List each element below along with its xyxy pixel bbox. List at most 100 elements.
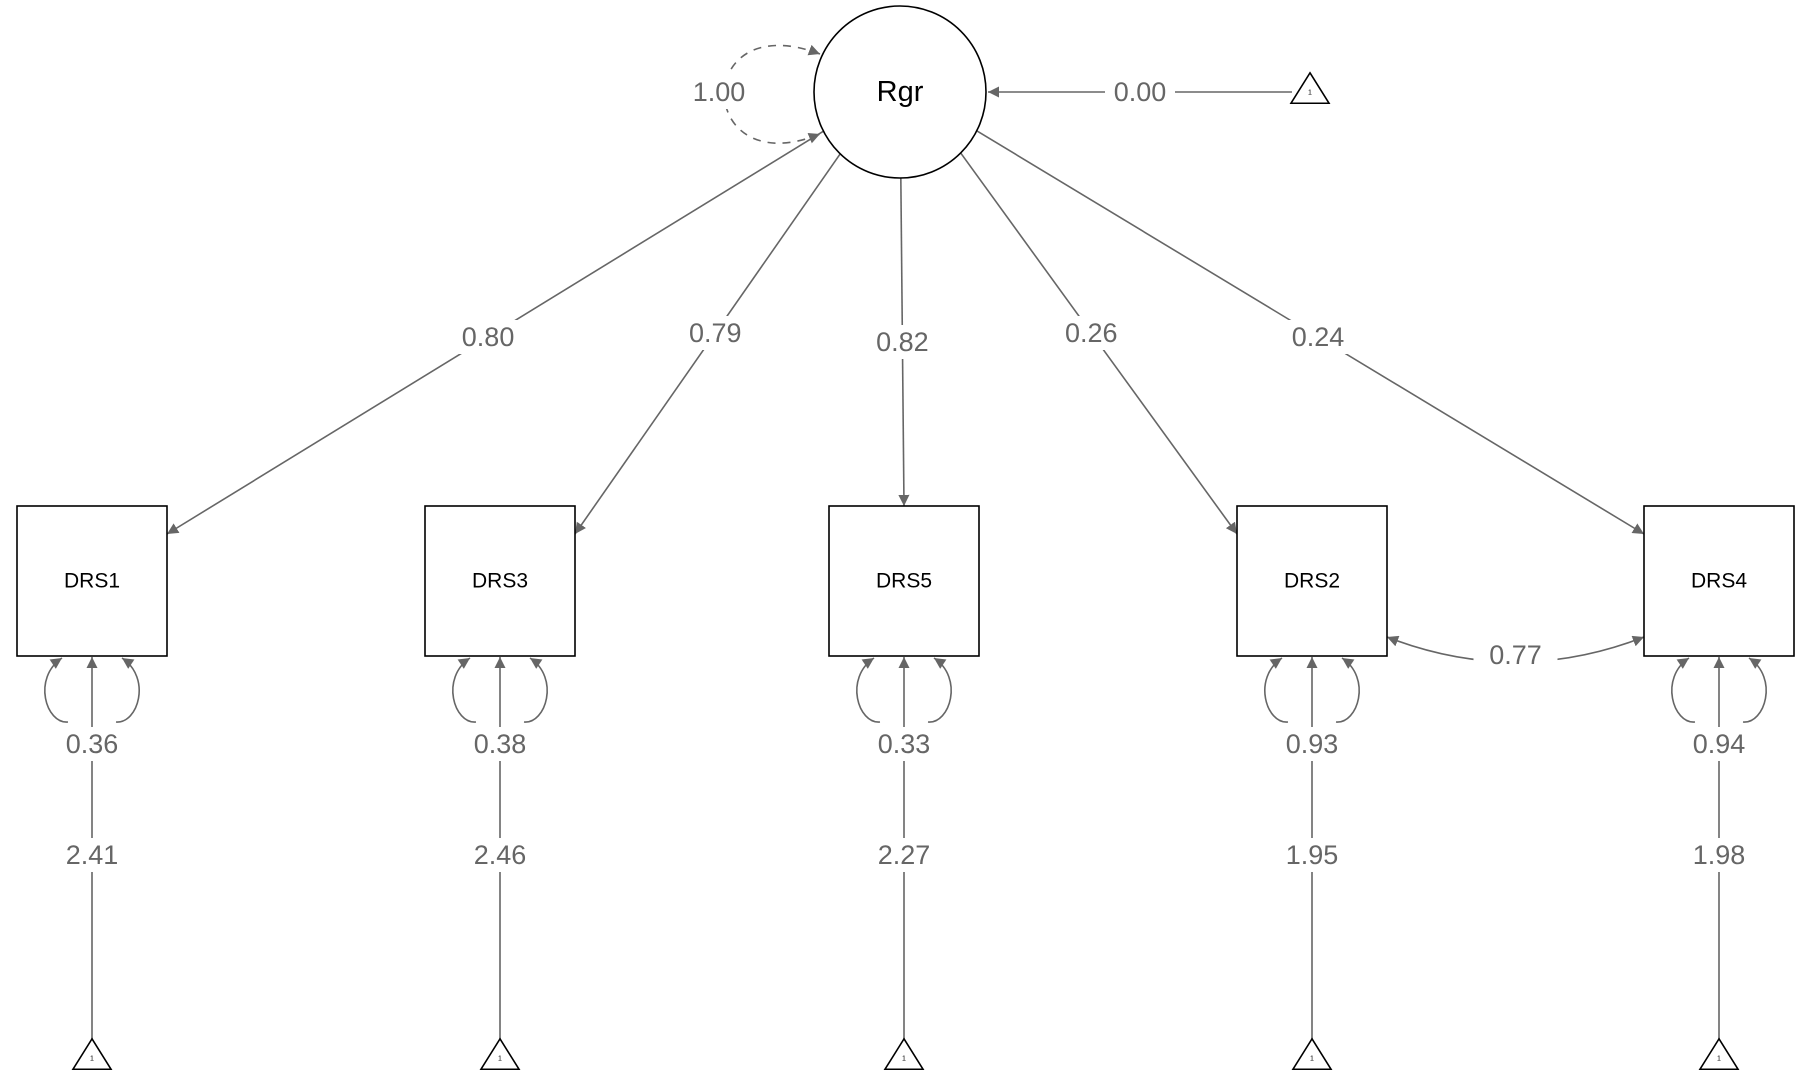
drs5-box	[828, 505, 980, 657]
latent-mean-label-text: 0.00	[1114, 77, 1167, 107]
drs3-constant-triangle-shape	[479, 1037, 521, 1071]
drs5-residual-loop-left	[856, 657, 881, 723]
drs2-indicator-node: DRS2	[1236, 505, 1388, 657]
drs1-intercept-label-text: 2.41	[66, 840, 119, 870]
drs5-constant-triangle: 1	[883, 1037, 925, 1071]
drs3-loading-label: 0.79	[684, 316, 747, 350]
drs2-intercept-label: 1.95	[1281, 838, 1343, 872]
drs3-intercept-label-text: 2.46	[474, 840, 527, 870]
drs3-label: DRS3	[472, 570, 528, 593]
edge-labels-layer: 0.00 1.00 0.80 2.41 0.36 0.79 2.46 0.38 0.82 2.27…	[61, 75, 1750, 872]
drs1-constant-triangle-shape	[71, 1037, 113, 1071]
drs1-constant-triangle-label: 1	[90, 1056, 94, 1063]
latent-constant-triangle-label: 1	[1308, 90, 1312, 97]
drs1-residual-loop-left	[44, 657, 69, 723]
drs4-residual-label-text: 0.94	[1693, 729, 1746, 759]
drs2-loading-label-text: 0.26	[1065, 318, 1118, 348]
drs5-indicator-node: DRS5	[828, 505, 980, 657]
drs3-loading-label-text: 0.79	[689, 318, 742, 348]
drs4-residual-loop-left	[1671, 657, 1696, 723]
latent-node: Rgr	[813, 5, 987, 179]
drs1-loading-label-bg	[457, 320, 520, 354]
drs3-box	[424, 505, 576, 657]
latent-mean-label: 0.00	[1105, 75, 1175, 109]
drs3-loading-label-bg	[684, 316, 747, 350]
drs4-box	[1643, 505, 1795, 657]
latent-variance-label: 1.00	[688, 75, 750, 109]
drs2-residual-label-bg	[1281, 727, 1343, 761]
drs3-residual-label: 0.38	[469, 727, 531, 761]
drs2-intercept-label-bg	[1281, 838, 1343, 872]
drs5-intercept-label: 2.27	[873, 838, 935, 872]
drs3-residual-label-bg	[469, 727, 531, 761]
covariance-label-0-bg	[1473, 638, 1558, 672]
drs5-constant-triangle-shape	[883, 1037, 925, 1071]
edges-layer	[44, 44, 1767, 1039]
drs1-residual-label: 0.36	[61, 727, 123, 761]
drs2-residual-label-text: 0.93	[1286, 729, 1339, 759]
drs1-loading-label-text: 0.80	[462, 322, 515, 352]
drs2-constant-triangle-label: 1	[1310, 1056, 1314, 1063]
drs5-constant-triangle-label: 1	[902, 1056, 906, 1063]
drs3-residual-loop-right	[523, 657, 548, 723]
drs4-constant-triangle: 1	[1698, 1037, 1740, 1071]
latent-circle	[813, 5, 987, 179]
drs3-residual-label-text: 0.38	[474, 729, 527, 759]
latent-constant-triangle: 1	[1289, 71, 1331, 105]
drs5-loading-label: 0.82	[871, 325, 934, 359]
drs2-residual-loop-left	[1264, 657, 1289, 723]
drs3-constant-triangle: 1	[479, 1037, 521, 1071]
drs1-residual-label-bg	[61, 727, 123, 761]
drs4-intercept-label-bg	[1688, 838, 1750, 872]
drs1-box	[16, 505, 168, 657]
drs1-intercept-label: 2.41	[61, 838, 123, 872]
drs2-loading-label-bg	[1060, 316, 1123, 350]
drs3-residual-loop-left	[452, 657, 477, 723]
latent-variance-label-bg	[688, 75, 750, 109]
drs4-loading-label-text: 0.24	[1292, 322, 1345, 352]
drs5-residual-label: 0.33	[873, 727, 935, 761]
drs1-constant-triangle: 1	[71, 1037, 113, 1071]
drs1-indicator-node: DRS1	[16, 505, 168, 657]
drs4-constant-triangle-label: 1	[1717, 1056, 1721, 1063]
latent-constant-triangle-shape	[1289, 71, 1331, 105]
drs5-residual-label-bg	[873, 727, 935, 761]
drs1-label: DRS1	[64, 570, 120, 593]
drs2-loading-label: 0.26	[1060, 316, 1123, 350]
drs4-label: DRS4	[1691, 570, 1747, 593]
drs5-residual-label-text: 0.33	[878, 729, 931, 759]
drs3-intercept-label-bg	[469, 838, 531, 872]
drs4-loading-label: 0.24	[1286, 320, 1349, 354]
drs4-residual-loop-right	[1742, 657, 1767, 723]
covariance-label-0-text: 0.77	[1489, 640, 1542, 670]
drs4-loading-label-bg	[1286, 320, 1349, 354]
drs2-residual-label: 0.93	[1281, 727, 1343, 761]
drs2-box	[1236, 505, 1388, 657]
drs4-intercept-label-text: 1.98	[1693, 840, 1746, 870]
drs2-label: DRS2	[1284, 570, 1340, 593]
drs1-residual-label-text: 0.36	[66, 729, 119, 759]
drs3-constant-triangle-label: 1	[498, 1056, 502, 1063]
drs1-intercept-label-bg	[61, 838, 123, 872]
drs2-residual-loop-right	[1335, 657, 1360, 723]
drs5-residual-loop-right	[927, 657, 952, 723]
drs5-intercept-label-text: 2.27	[878, 840, 931, 870]
drs4-residual-label-bg	[1688, 727, 1750, 761]
covariance-label-0: 0.77	[1473, 638, 1558, 672]
drs4-constant-triangle-shape	[1698, 1037, 1740, 1071]
drs5-loading-label-text: 0.82	[876, 327, 929, 357]
drs4-residual-label: 0.94	[1688, 727, 1750, 761]
latent-label: Rgr	[877, 76, 924, 108]
drs1-loading-label: 0.80	[457, 320, 520, 354]
drs1-residual-loop-right	[115, 657, 140, 723]
latent-variance-label-text: 1.00	[693, 77, 746, 107]
drs4-intercept-label: 1.98	[1688, 838, 1750, 872]
drs3-indicator-node: DRS3	[424, 505, 576, 657]
drs2-constant-triangle: 1	[1291, 1037, 1333, 1071]
drs2-constant-triangle-shape	[1291, 1037, 1333, 1071]
drs5-intercept-label-bg	[873, 838, 935, 872]
drs2-intercept-label-text: 1.95	[1286, 840, 1339, 870]
latent-mean-label-bg	[1105, 75, 1175, 109]
